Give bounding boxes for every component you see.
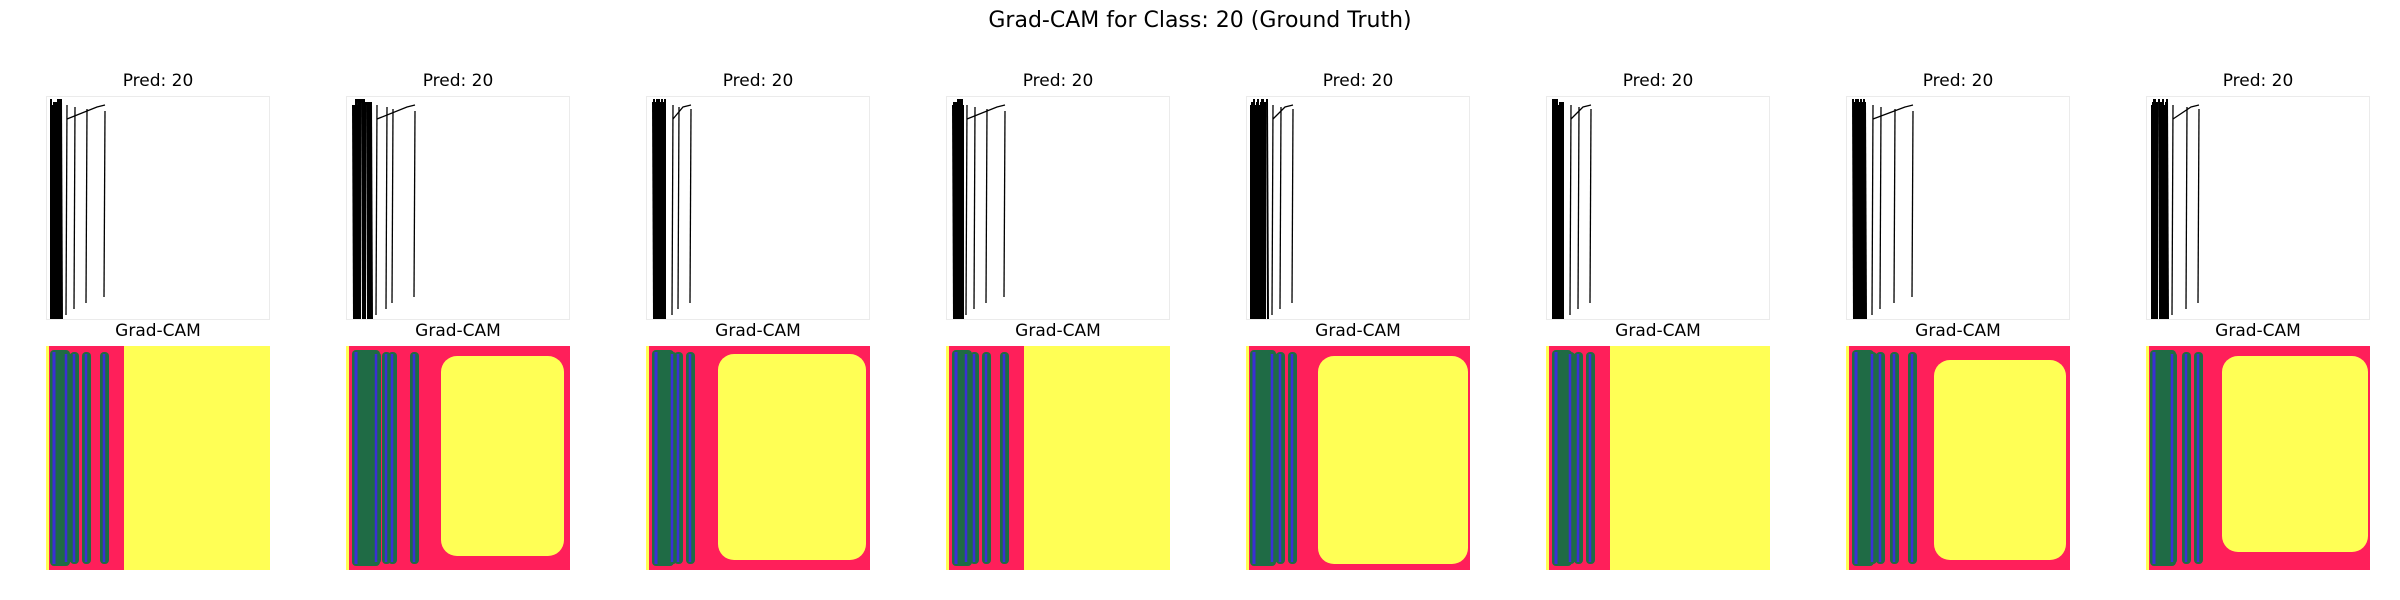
heatmap-overlay bbox=[1846, 346, 2070, 570]
heatmap-overlay bbox=[2146, 346, 2370, 570]
input-image bbox=[946, 96, 1170, 320]
input-strokes bbox=[1552, 98, 1592, 319]
prediction-label: Pred: 20 bbox=[1622, 71, 1694, 91]
gradcam-label: Grad-CAM bbox=[1615, 321, 1701, 341]
gradcam-heatmap bbox=[46, 346, 270, 570]
prediction-label: Pred: 20 bbox=[1322, 71, 1394, 91]
gradcam-heatmap bbox=[1546, 346, 1770, 570]
prediction-label: Pred: 20 bbox=[2222, 71, 2294, 91]
input-image bbox=[1846, 96, 2070, 320]
input-image bbox=[646, 96, 870, 320]
input-image bbox=[1546, 96, 1770, 320]
gradcam-heatmap bbox=[1246, 346, 1470, 570]
gradcam-heatmap bbox=[346, 346, 570, 570]
input-strokes bbox=[352, 98, 416, 319]
figure-title: Grad-CAM for Class: 20 (Ground Truth) bbox=[988, 8, 1412, 33]
prediction-label: Pred: 20 bbox=[122, 71, 194, 91]
input-strokes bbox=[2151, 98, 2200, 319]
prediction-label: Pred: 20 bbox=[422, 71, 494, 91]
prediction-label: Pred: 20 bbox=[1922, 71, 1994, 91]
input-strokes bbox=[1250, 98, 1294, 319]
heatmap-overlay bbox=[1546, 346, 1770, 570]
gradcam-heatmap bbox=[2146, 346, 2370, 570]
input-strokes bbox=[1852, 98, 1914, 319]
gradcam-heatmap bbox=[646, 346, 870, 570]
input-strokes bbox=[952, 98, 1006, 319]
prediction-label: Pred: 20 bbox=[722, 71, 794, 91]
gradcam-label: Grad-CAM bbox=[1015, 321, 1101, 341]
gradcam-label: Grad-CAM bbox=[2215, 321, 2301, 341]
gradcam-label: Grad-CAM bbox=[115, 321, 201, 341]
input-strokes bbox=[652, 98, 692, 319]
gradcam-label: Grad-CAM bbox=[1315, 321, 1401, 341]
gradcam-label: Grad-CAM bbox=[715, 321, 801, 341]
input-image bbox=[346, 96, 570, 320]
gradcam-heatmap bbox=[1846, 346, 2070, 570]
heatmap-overlay bbox=[1246, 346, 1470, 570]
heatmap-overlay bbox=[346, 346, 570, 570]
gradcam-label: Grad-CAM bbox=[1915, 321, 2001, 341]
heatmap-overlay bbox=[46, 346, 270, 570]
heatmap-overlay bbox=[946, 346, 1170, 570]
gradcam-label: Grad-CAM bbox=[415, 321, 501, 341]
heatmap-overlay bbox=[646, 346, 870, 570]
input-image bbox=[2146, 96, 2370, 320]
input-image bbox=[46, 96, 270, 320]
input-strokes bbox=[50, 98, 106, 319]
prediction-label: Pred: 20 bbox=[1022, 71, 1094, 91]
gradcam-heatmap bbox=[946, 346, 1170, 570]
input-image bbox=[1246, 96, 1470, 320]
